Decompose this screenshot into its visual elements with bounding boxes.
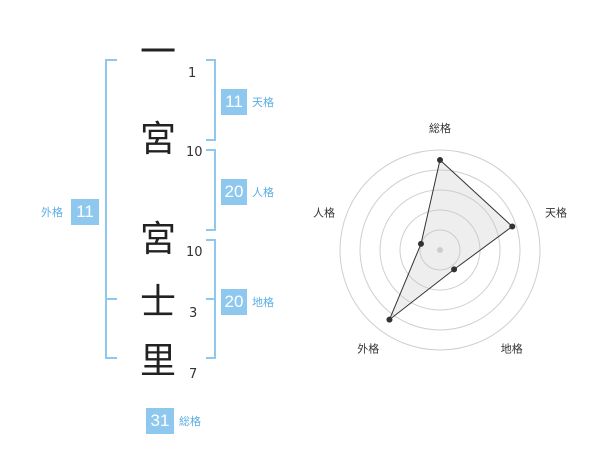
jinkaku-value-badge: 20	[221, 179, 247, 205]
name-char-4: 士	[139, 282, 176, 323]
radar-polygon	[388, 159, 514, 322]
stroke-count-4: 3	[189, 306, 198, 321]
radar-center-dot	[437, 247, 443, 253]
radar-axis-label-2: 天格	[545, 205, 567, 219]
radar-ring	[359, 169, 521, 331]
name-char-2: 宮	[139, 119, 176, 160]
stroke-count-1: 1	[188, 66, 197, 81]
radar-point-1	[437, 157, 443, 163]
radar-axis-label-5: 人格	[313, 205, 335, 219]
gaikaku-label: 外格	[41, 206, 63, 219]
name-char-1: 一	[139, 32, 176, 73]
gaikaku-value-badge: 11	[71, 199, 99, 225]
tenkaku-value-badge: 11	[221, 89, 247, 115]
tenkaku-bracket	[206, 59, 216, 141]
jinkaku-label: 人格	[252, 186, 274, 199]
radar-ring	[379, 189, 501, 311]
radar-point-4	[386, 316, 393, 323]
gaikaku-bracket	[105, 59, 117, 359]
soukaku-label: 総格	[179, 415, 201, 428]
radar-ring	[339, 149, 541, 351]
tenkaku-label: 天格	[252, 96, 274, 109]
stroke-count-3: 10	[186, 245, 203, 260]
chikaku-value-badge: 20	[221, 289, 247, 315]
stroke-count-2: 10	[186, 145, 203, 160]
radar-point-3	[451, 266, 458, 273]
jinkaku-bracket	[206, 149, 216, 231]
radar-axis-label-1: 総格	[429, 121, 451, 135]
name-char-5: 里	[139, 341, 176, 382]
radar-point-5	[417, 240, 424, 247]
name-char-3: 宮	[139, 219, 176, 260]
radar-point-2	[509, 223, 516, 230]
radar-axis-label-3: 地格	[501, 342, 523, 356]
soukaku-value-badge: 31	[146, 408, 174, 434]
radar-ring	[419, 229, 461, 271]
radar-axis-label-4: 外格	[357, 342, 379, 356]
chikaku-label: 地格	[252, 296, 274, 309]
stroke-count-5: 7	[189, 367, 198, 382]
